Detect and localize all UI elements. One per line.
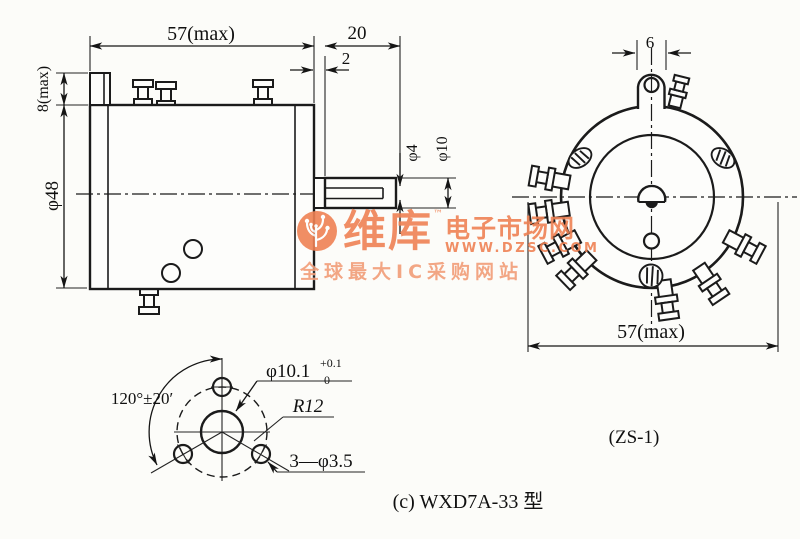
center-hole-callout: φ10.1 +0.1 0 [235,356,352,412]
locating-pin-hole [642,232,661,250]
figure-caption: (c) WXD7A-33 型 [393,490,544,513]
connector-type-label: (ZS-1) [609,427,660,448]
terminal-top-3 [252,79,274,107]
mounting-lug-side [89,72,111,106]
angle-arc [148,355,223,466]
dim-hole-angle-label: 120°±20′ [111,389,173,408]
mount-holes-callout: 3—φ3.5 [267,451,365,474]
dim-lug-width-label: 6 [646,33,655,52]
dim-center-hole-tol-upper: +0.1 [320,356,342,370]
front-view: 6 57(max) [512,33,797,352]
dim-center-hole-label: φ10.1 [266,361,310,382]
terminal-top-1 [132,79,154,107]
pitch-radius-callout: R12 [253,396,334,442]
dim-front-diameter-label: 57(max) [617,321,685,343]
bushing-boss [313,177,326,209]
mounting-view: 120°±20′ φ10.1 +0.1 0 R12 3—φ3.5 [111,355,365,481]
potentiometer-body [88,103,316,291]
dim-center-hole-tol-lower: 0 [324,373,330,387]
dim-shaft-length-label: 20 [348,23,367,44]
dim-shaft-diameter-label: φ4 [404,144,421,161]
dim-mount-holes-label: 3—φ3.5 [289,451,352,472]
rivet-2 [161,263,181,283]
dim-lug-height-label: 8(max) [35,66,52,112]
dim-body-length-label: 57(max) [167,23,235,45]
side-view-dimensions: 57(max) 20 2 8(max) φ48 φ4 φ10 [35,23,456,289]
rivet-1 [183,239,203,259]
shaft-end [637,184,667,209]
terminal-bottom [138,287,160,315]
front-view-dimensions: 6 57(max) [527,33,779,352]
dim-boss-length-label: 2 [342,49,351,68]
side-view: 57(max) 20 2 8(max) φ48 φ4 φ10 [35,23,456,315]
shaft [323,176,398,210]
dim-body-diameter-label: φ48 [42,181,63,211]
dim-bushing-diameter-label: φ10 [434,136,451,161]
lug-terminal [665,73,692,110]
dim-pitch-radius-label: R12 [292,396,324,417]
